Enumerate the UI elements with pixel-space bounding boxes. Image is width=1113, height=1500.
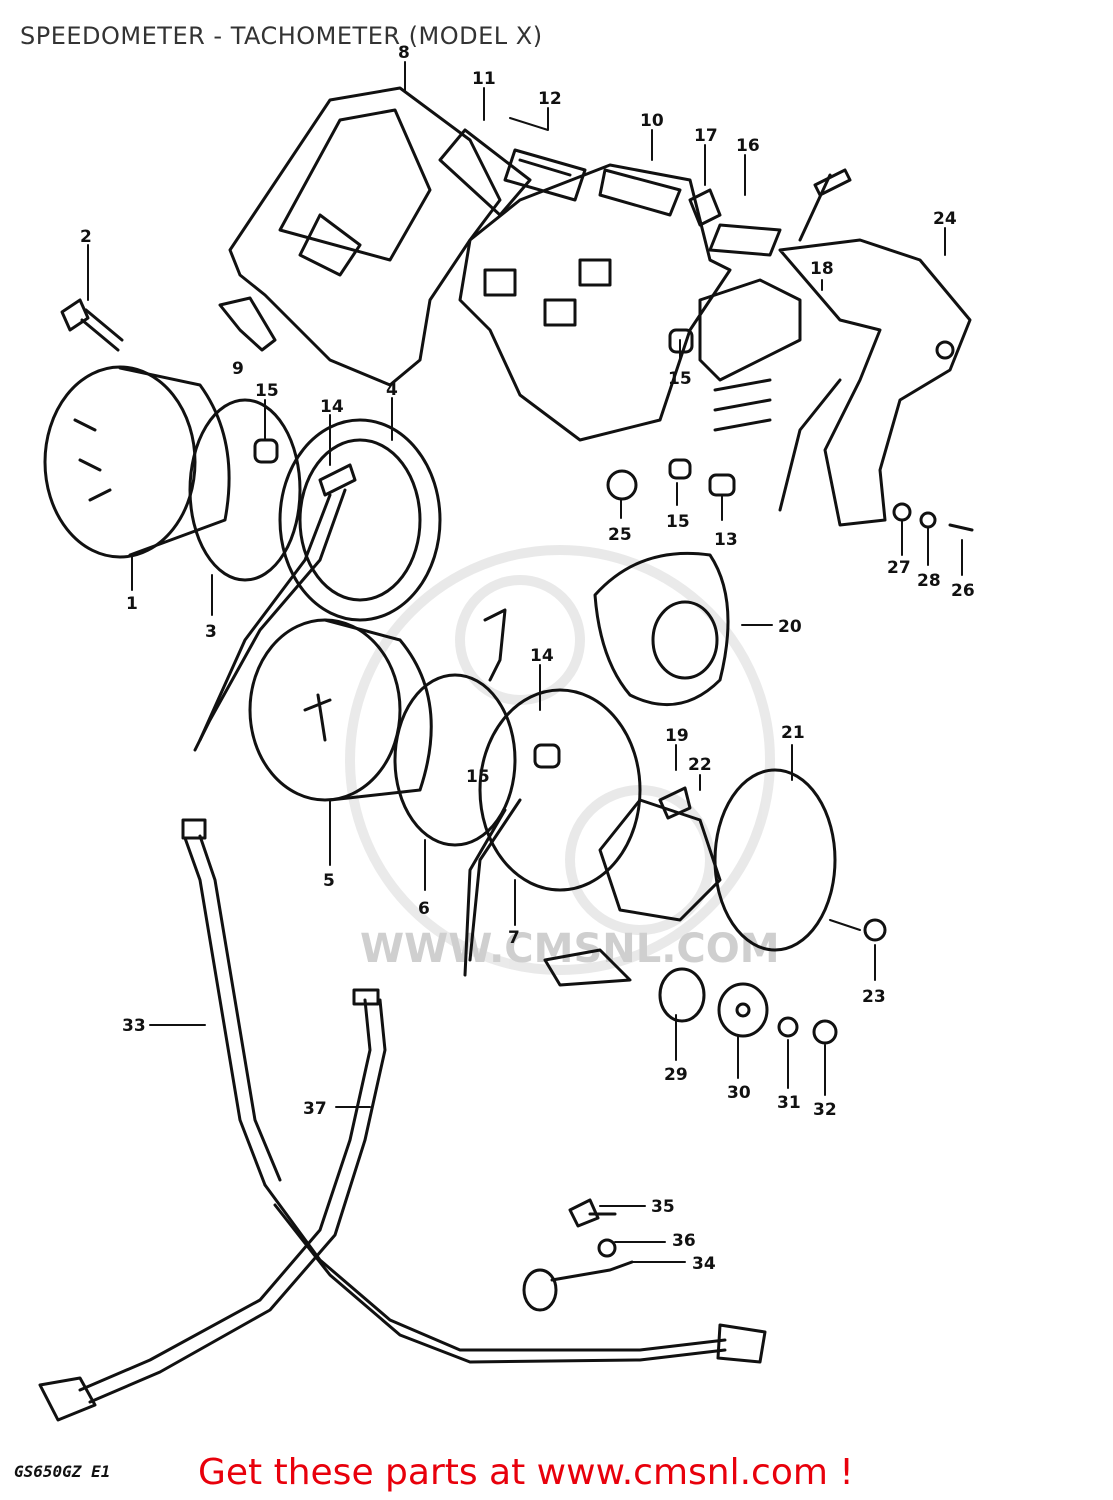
tachometer-gasket-part	[393, 673, 517, 847]
callout-leader-lines	[87, 61, 963, 1263]
callout-19: 19	[665, 726, 689, 746]
callout-31: 31	[777, 1093, 801, 1113]
callout-24: 24	[933, 209, 957, 229]
lower-cover-part	[593, 551, 730, 707]
callout-33: 33	[122, 1016, 146, 1036]
callout-5: 5	[323, 871, 335, 891]
tachometer-cable-part	[38, 988, 387, 1422]
callout-3: 3	[205, 622, 217, 642]
callout-12: 12	[538, 89, 562, 109]
callout-32: 32	[813, 1100, 837, 1120]
callout-37: 37	[303, 1099, 327, 1119]
callout-25: 25	[608, 525, 632, 545]
speedometer-case-part	[193, 418, 442, 752]
cable-clamp-part	[522, 1198, 634, 1312]
callout-2: 2	[80, 227, 92, 247]
watermark-text: WWW.CMSNL.COM	[360, 926, 780, 972]
speedometer-cable-part	[181, 818, 767, 1364]
callout-15-d: 15	[466, 767, 490, 787]
bulb-plate-part	[688, 188, 782, 257]
callout-21: 21	[781, 723, 805, 743]
callout-23: 23	[862, 987, 886, 1007]
indicator-bulb-part	[658, 786, 692, 820]
callout-36: 36	[672, 1231, 696, 1251]
meter-bracket-part	[698, 168, 972, 527]
callout-18: 18	[810, 259, 834, 279]
callout-34: 34	[692, 1254, 716, 1274]
indicator-lens-part	[438, 128, 587, 217]
meter-gasket-part	[188, 398, 302, 582]
callout-15-c: 15	[666, 512, 690, 532]
get-parts-link[interactable]: Get these parts at www.cmsnl.com !	[198, 1452, 854, 1493]
callout-14-b: 14	[530, 646, 554, 666]
callout-4: 4	[386, 380, 398, 400]
callout-29: 29	[664, 1065, 688, 1085]
callout-35: 35	[651, 1197, 675, 1217]
callout-7: 7	[508, 928, 520, 948]
indicator-housing-part	[458, 163, 732, 442]
callout-16: 16	[736, 136, 760, 156]
nuts-and-washers	[606, 469, 974, 1045]
callout-15-a: 15	[255, 381, 279, 401]
screw-part	[60, 298, 124, 352]
callout-14-a: 14	[320, 397, 344, 417]
callout-26: 26	[951, 581, 975, 601]
meter-cover-part	[228, 86, 502, 387]
callout-9: 9	[232, 359, 244, 379]
diagram-code: GS650GZ E1	[14, 1462, 111, 1481]
callout-15-b: 15	[668, 369, 692, 389]
speedometer-head-part	[43, 365, 231, 559]
callout-22: 22	[688, 755, 712, 775]
callout-10: 10	[640, 111, 664, 131]
lower-case-part	[543, 768, 837, 987]
callout-13: 13	[714, 530, 738, 550]
callout-11: 11	[472, 69, 496, 89]
tachometer-head-part	[248, 618, 433, 802]
callout-27: 27	[887, 558, 911, 578]
tachometer-case-part	[463, 608, 642, 977]
callout-30: 30	[727, 1083, 751, 1103]
callout-6: 6	[418, 899, 430, 919]
clip-part	[218, 296, 277, 352]
callout-8: 8	[398, 43, 410, 63]
page-title: SPEEDOMETER - TACHOMETER (MODEL X)	[20, 22, 543, 50]
callout-labels: 8 11 12 10 17 16 2 24 18 9 15 14 4 15 1 …	[80, 43, 975, 1274]
callout-28: 28	[917, 571, 941, 591]
callout-17: 17	[694, 126, 718, 146]
callout-1: 1	[126, 594, 138, 614]
callout-20: 20	[778, 617, 802, 637]
